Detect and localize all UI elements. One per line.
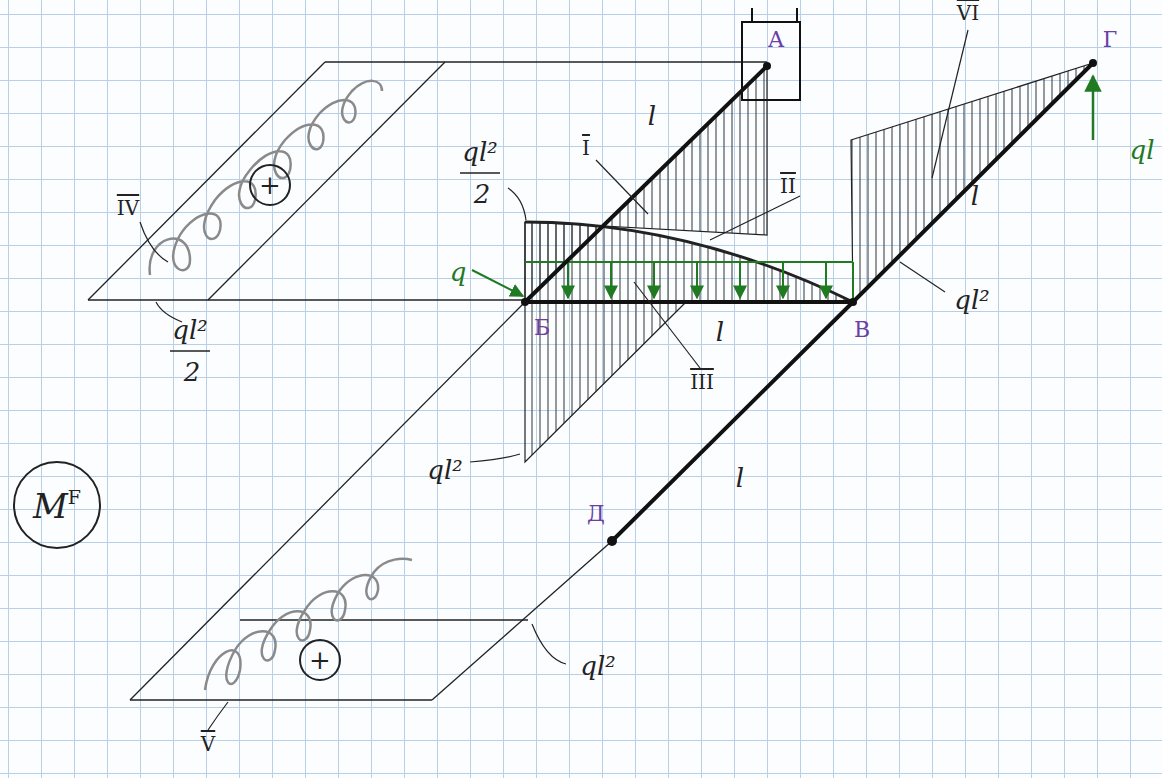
- force-label: ql: [1130, 137, 1155, 163]
- hatched-diagrams: [525, 63, 1093, 462]
- region-number: I: [582, 138, 590, 158]
- force-arrow: [1092, 76, 1095, 140]
- joint-dots: [521, 59, 1097, 546]
- fraction-bars: [170, 173, 500, 351]
- distributed-load: [472, 262, 853, 300]
- length-label: l: [971, 183, 979, 209]
- moment-value: 2: [474, 181, 491, 207]
- region-number: IV: [117, 198, 139, 218]
- joint-letter: Г: [1103, 29, 1118, 51]
- leader-lines: [140, 30, 968, 730]
- circled-sign: MF: [13, 461, 101, 549]
- moment-value: 2: [184, 359, 201, 385]
- region-number: VI: [957, 3, 979, 23]
- scribble-fill: [150, 81, 382, 275]
- fixed-support: [742, 8, 800, 100]
- sign-text: M: [33, 486, 68, 526]
- scribble-fill: [205, 559, 412, 690]
- region-number: III: [690, 372, 714, 392]
- circled-sign: +: [249, 164, 291, 206]
- moment-value: ql²: [954, 287, 989, 313]
- joint-letter: Б: [534, 317, 550, 339]
- length-label: l: [716, 319, 724, 345]
- frame-members: [525, 63, 1093, 541]
- moment-value: ql²: [462, 139, 497, 165]
- sign-text: +: [309, 645, 331, 675]
- load-label: q: [450, 259, 467, 285]
- length-label: l: [736, 465, 744, 491]
- region-number: II: [780, 176, 796, 196]
- moment-value: ql²: [580, 653, 615, 679]
- joint-letter: Д: [587, 503, 605, 525]
- moment-value: ql²: [427, 457, 462, 483]
- joint-letter: А: [768, 29, 785, 51]
- moment-value: ql²: [172, 317, 207, 343]
- sign-text: +: [259, 170, 281, 200]
- circled-sign: +: [299, 639, 341, 681]
- joint-letter: В: [854, 319, 870, 341]
- region-number: V: [201, 734, 215, 754]
- length-label: l: [648, 103, 656, 129]
- superscript: F: [68, 486, 81, 508]
